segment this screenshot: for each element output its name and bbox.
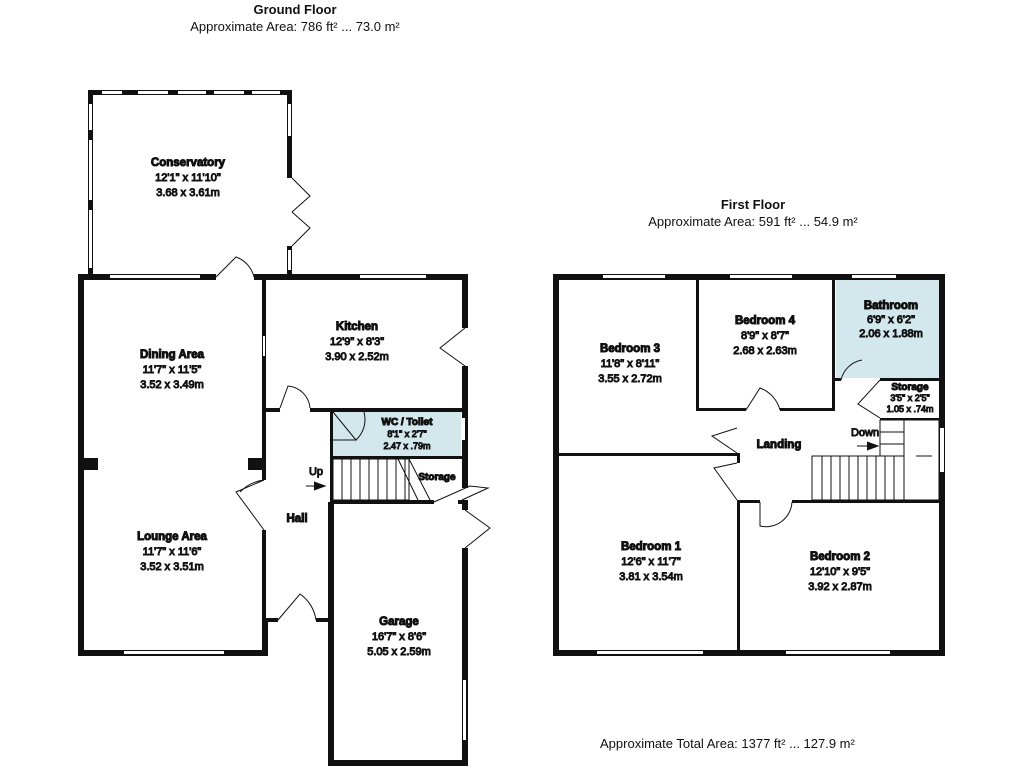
first-floor-doors [710,359,881,528]
ground-floor-title: Ground Floor [253,2,337,17]
first-floor-title: First Floor [720,197,786,212]
conservatory-imperial: 12'1" x 11'10" [155,172,221,184]
dining-name: Dining Area [140,349,205,361]
dining-imperial: 11'7" x 11'5" [143,364,202,376]
first-floor-header: First Floor Approximate Area: 591 ft² ..… [628,197,878,229]
first-floor-area: Approximate Area: 591 ft² ... 54.9 m² [648,214,858,229]
wc-name: WC / Toilet [382,417,434,428]
first-floor-stairs [811,419,940,501]
ground-floor-outer-walls [78,274,468,766]
stairs-up-label: Up [309,466,323,478]
hall-name: Hall [286,513,307,525]
bathroom-imperial: 6'9" x 6'2" [867,314,915,326]
dining-metric: 3.52 x 3.49m [140,379,204,391]
first-floor-windows [597,275,944,654]
bathroom-fill [836,280,939,378]
bedroom3-imperial: 11'8" x 8'11" [601,358,660,370]
ground-floor-stairs [332,458,431,501]
bedroom4-imperial: 8'9" x 8'7" [741,330,789,342]
wc-fill [333,412,461,456]
bedroom2-name: Bedroom 2 [810,551,870,563]
stairs-down-label: Down [851,427,879,439]
garage-imperial: 16'7" x 8'6" [372,631,426,643]
garage-name: Garage [379,616,419,628]
first-storage-imperial: 3'5" x 2'5" [890,393,929,403]
lounge-name: Lounge Area [137,531,207,543]
bathroom-name: Bathroom [864,300,918,312]
lounge-metric: 3.52 x 3.51m [140,561,204,573]
lounge-imperial: 11'7" x 11'6" [143,546,202,558]
bedroom2-imperial: 12'10" x 9'5" [810,566,870,578]
wc-metric: 2.47 x .79m [383,441,430,451]
wc-imperial: 8'1" x 2'7" [387,429,426,439]
first-floor-plan: Bedroom 3 11'8" x 8'11" 3.55 x 2.72m Bed… [553,274,945,656]
bedroom4-name: Bedroom 4 [735,315,796,327]
kitchen-name: Kitchen [336,321,378,333]
bathroom-metric: 2.06 x 1.88m [859,328,923,340]
bedroom1-metric: 3.81 x 3.54m [619,571,683,583]
conservatory-metric: 3.68 x 3.61m [156,187,220,199]
bedroom4-metric: 2.68 x 2.63m [733,345,797,357]
first-storage-name: Storage [891,382,929,393]
ground-floor-plan: Conservatory 12'1" x 11'10" 3.68 x 3.61m… [78,90,491,766]
ground-floor-internal-walls [266,408,468,504]
first-storage-metric: 1.05 x .74m [886,404,933,414]
ground-storage-name: Storage [418,472,456,483]
first-floor-internal-walls [559,280,939,650]
ground-floor-doors [215,177,491,621]
ground-floor-header: Ground Floor Approximate Area: 786 ft² .… [175,2,415,34]
kitchen-imperial: 12'9" x 8'3" [330,336,384,348]
conservatory-frame [88,90,292,275]
ground-floor-windows [110,275,466,740]
bedroom2-metric: 3.92 x 2.87m [808,581,872,593]
bedroom3-metric: 3.55 x 2.72m [598,373,662,385]
conservatory-name: Conservatory [151,157,226,169]
garage-metric: 5.05 x 2.59m [367,646,431,658]
bedroom1-imperial: 12'6" x 11'7" [621,556,681,568]
bedroom3-name: Bedroom 3 [600,343,660,355]
bedroom1-name: Bedroom 1 [621,541,682,553]
kitchen-metric: 3.90 x 2.52m [325,351,389,363]
ground-floor-area: Approximate Area: 786 ft² ... 73.0 m² [190,19,400,34]
total-area: Approximate Total Area: 1377 ft² ... 127… [600,736,855,751]
landing-name: Landing [757,439,802,451]
